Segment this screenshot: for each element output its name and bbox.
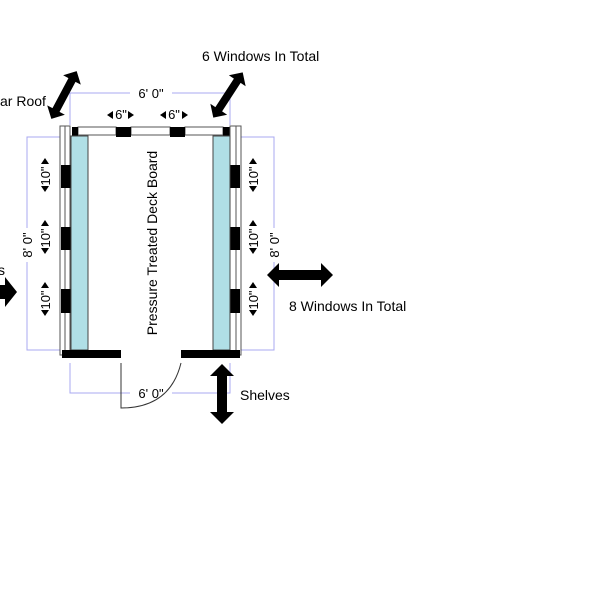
svg-text:10": 10": [38, 228, 53, 247]
svg-text:10": 10": [246, 166, 261, 185]
svg-text:10": 10": [38, 166, 53, 185]
left-gap-labels: 10" 10" 10": [38, 158, 53, 316]
right-wall: [212, 125, 242, 356]
svg-text:10": 10": [246, 290, 261, 309]
double-arrow-right-icon: [267, 263, 333, 287]
right-note: 8 Windows In Total: [289, 298, 406, 314]
double-arrow-top-right-icon: [210, 72, 246, 118]
bottom-wall: [62, 350, 240, 358]
left-note: s: [0, 262, 5, 278]
top-wall: [72, 126, 230, 137]
svg-text:10": 10": [246, 228, 261, 247]
right-length-dimension: 8' 0": [267, 232, 282, 258]
double-arrow-top-left-icon: [47, 71, 81, 119]
svg-text:10": 10": [38, 290, 53, 309]
right-gap-labels: 10" 10" 10": [246, 158, 261, 316]
bottom-note: Shelves: [240, 387, 290, 403]
top-gap-2: 6": [160, 107, 188, 122]
left-wall: [59, 125, 89, 356]
door-swing: [120, 362, 182, 409]
bottom-width-dimension: 6' 0": [138, 386, 164, 401]
top-gap-1: 6": [107, 107, 134, 122]
top-left-note: ar Roof: [0, 93, 46, 109]
svg-text:6": 6": [115, 107, 127, 122]
dimension-lines: [26, 92, 275, 394]
floor-label: Pressure Treated Deck Board: [144, 151, 160, 335]
top-width-dimension: 6' 0": [138, 86, 164, 101]
double-arrow-bottom-icon: [210, 364, 234, 424]
svg-text:6": 6": [168, 107, 180, 122]
arrow-left-edge-icon: [0, 277, 17, 307]
left-length-dimension: 8' 0": [20, 232, 35, 258]
top-right-note: 6 Windows In Total: [202, 48, 319, 64]
